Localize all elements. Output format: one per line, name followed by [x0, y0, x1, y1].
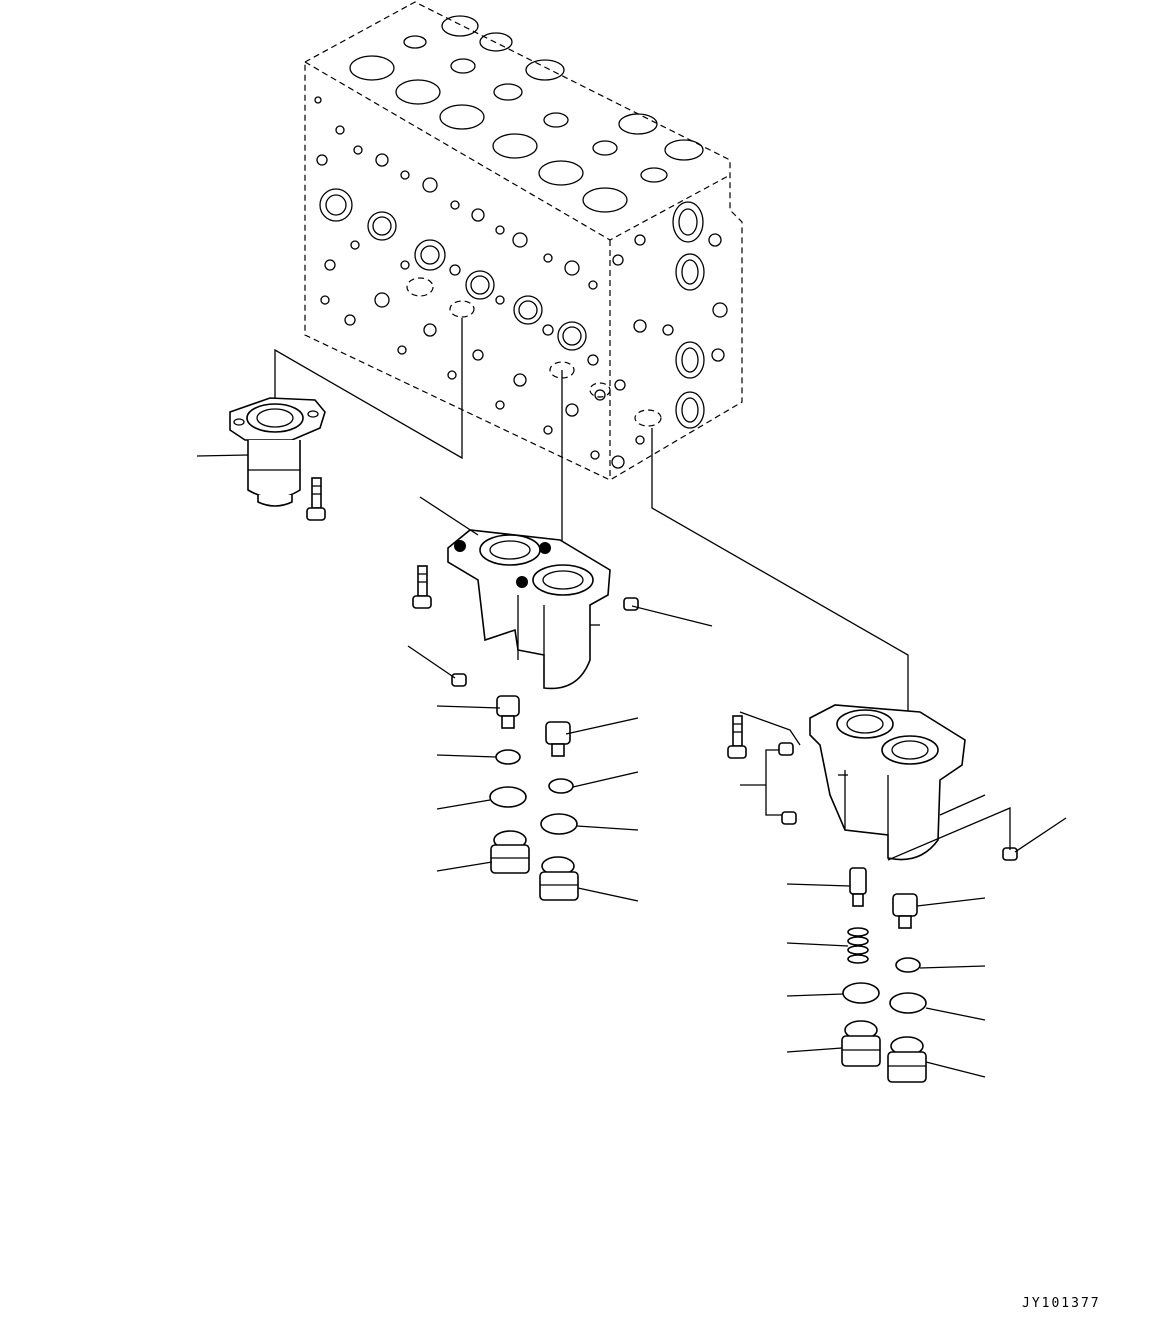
control-valve-block	[304, 1, 743, 481]
o-ring-c	[842, 982, 880, 1004]
spring	[847, 927, 869, 964]
plug-cap-a	[490, 830, 530, 874]
assembly-lines	[274, 318, 909, 712]
callout-leaders	[196, 454, 1067, 1078]
seal-ring-c	[895, 957, 921, 973]
plug-middle-right	[623, 597, 639, 611]
top-face-ports	[349, 15, 704, 213]
plug-right-lower	[781, 811, 797, 825]
drawing-code: JY101377	[1022, 1296, 1101, 1311]
bolt-middle	[412, 565, 432, 609]
seal-ring-a	[495, 749, 521, 765]
bolt-left	[306, 477, 326, 521]
plug-cap-c	[841, 1020, 881, 1067]
plug-right-upper	[778, 742, 794, 756]
valve-body-right	[809, 704, 966, 861]
plug-cap-b	[539, 856, 579, 901]
seal-ring-b	[548, 778, 574, 794]
plug-middle-left	[451, 673, 467, 687]
valve-body-middle	[447, 529, 611, 690]
spool-b	[545, 721, 571, 757]
front-face-ports	[314, 96, 611, 460]
plug-cap-d	[887, 1036, 927, 1083]
spool-c	[849, 867, 867, 907]
flange-housing-left	[229, 397, 326, 507]
bolt-right	[727, 715, 747, 759]
o-ring-d	[889, 992, 927, 1014]
spool-d	[892, 893, 918, 929]
o-ring-b	[540, 813, 578, 835]
spool-a	[496, 695, 520, 729]
o-ring-a	[489, 786, 527, 808]
side-face-ports	[611, 201, 728, 469]
